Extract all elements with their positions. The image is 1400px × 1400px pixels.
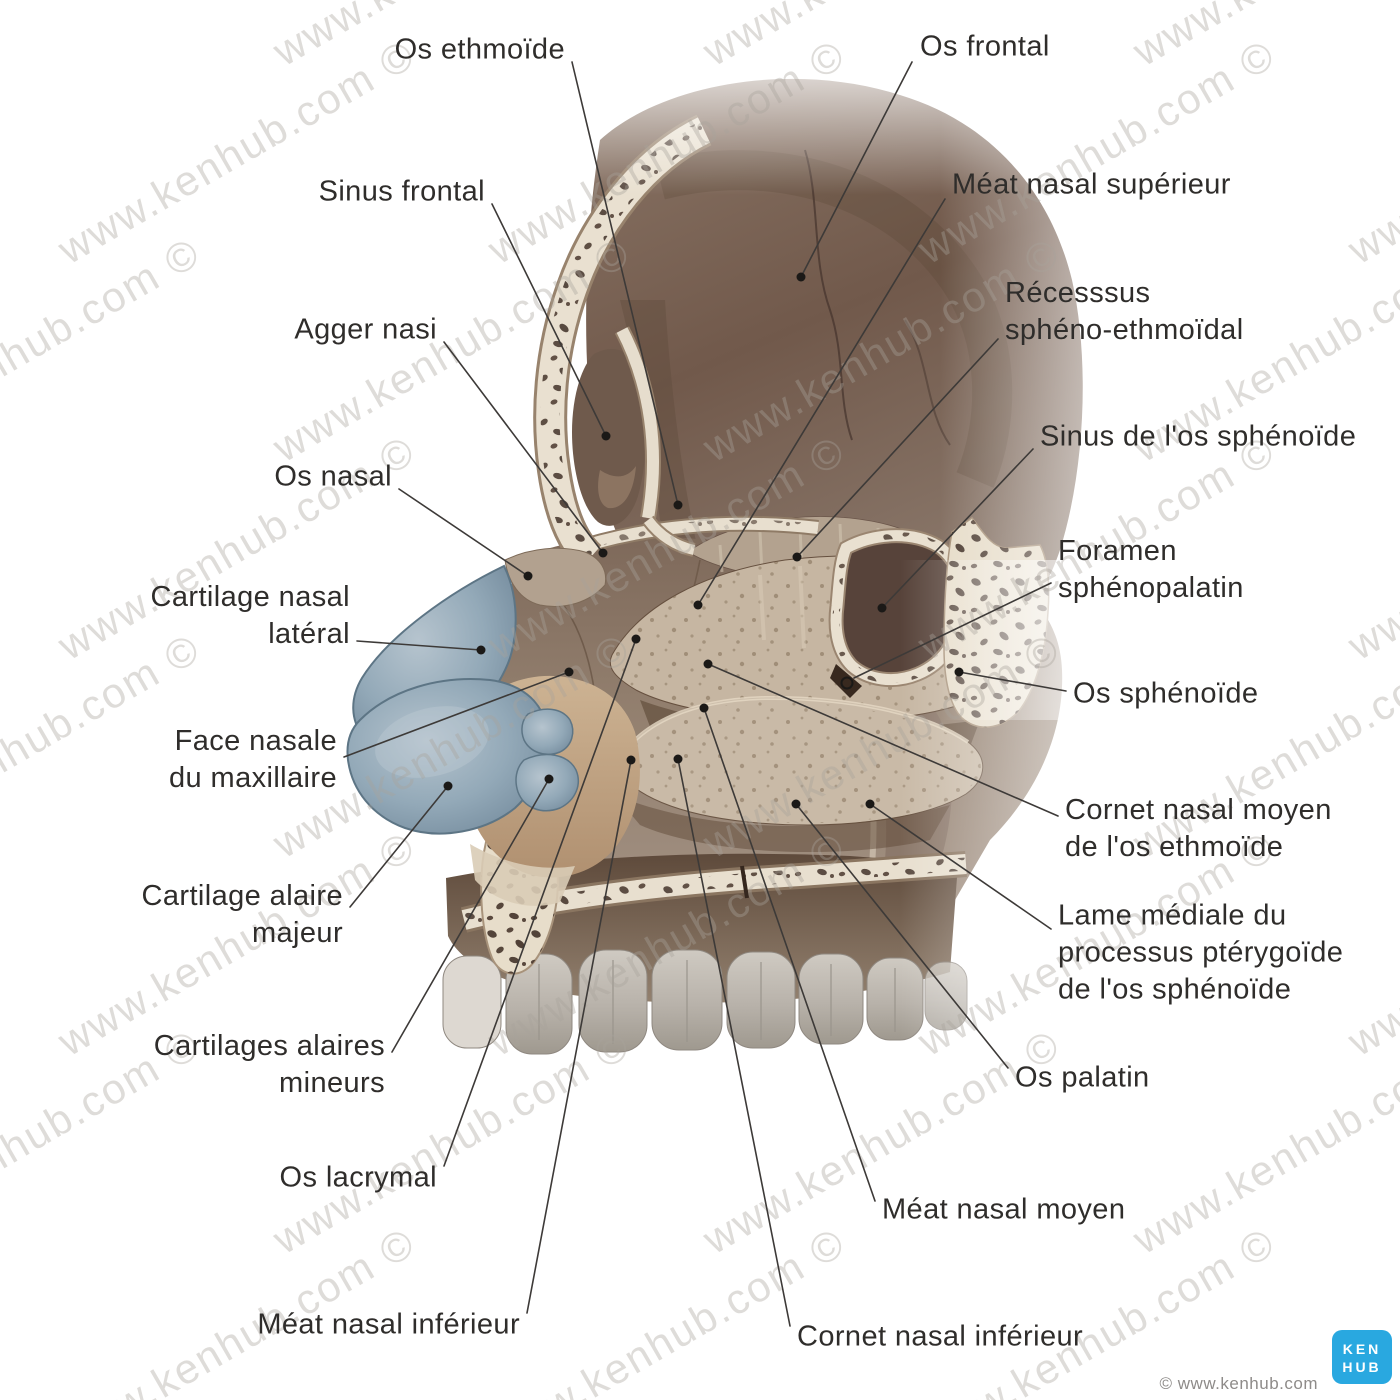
leader-line-meat-nasal-superieur <box>697 198 946 606</box>
leader-line-foramen-sphenopalatin <box>853 582 1052 679</box>
leader-dot-face-nasale-maxillaire <box>564 667 574 677</box>
anatomy-label-cartilage-nasal-lateral: Cartilage nasal latéral <box>150 581 350 650</box>
leader-dot-sinus-os-sphenoide <box>877 603 887 613</box>
leader-line-cornet-nasal-inferieur <box>677 758 791 1327</box>
leader-line-cartilages-alaires-mineurs <box>391 778 550 1053</box>
leader-line-sinus-frontal <box>491 203 607 437</box>
leader-line-os-ethmoide <box>571 61 679 506</box>
anatomy-label-lame-mediale-pterygoide: Lame médiale du processus ptérygoïde de … <box>1058 899 1344 1006</box>
leader-line-os-sphenoide <box>958 671 1067 692</box>
kenhub-logo-line1: KEN <box>1342 1341 1382 1357</box>
teeth-row <box>442 949 968 1055</box>
leader-dot-cartilage-nasal-lateral <box>476 645 486 655</box>
leader-line-meat-nasal-moyen <box>703 707 876 1202</box>
leader-line-os-frontal <box>800 61 913 278</box>
leader-dot-meat-nasal-moyen <box>699 703 709 713</box>
anatomy-label-sinus-os-sphenoide: Sinus de l'os sphénoïde <box>1040 420 1357 453</box>
anatomy-label-recessus-spheno-ethmoidal: Récesssus sphéno-ethmoïdal <box>1005 277 1244 346</box>
leader-dot-os-frontal <box>796 272 806 282</box>
anatomy-label-meat-nasal-moyen: Méat nasal moyen <box>882 1193 1126 1226</box>
kenhub-logo: KEN HUB <box>1332 1330 1392 1384</box>
leader-line-meat-nasal-inferieur <box>526 759 632 1314</box>
anatomy-label-os-ethmoide: Os ethmoïde <box>394 33 565 66</box>
anatomy-label-os-palatin: Os palatin <box>1015 1061 1150 1094</box>
anatomy-label-cornet-nasal-moyen: Cornet nasal moyen de l'os ethmoïde <box>1065 794 1332 863</box>
leader-dot-cartilages-alaires-mineurs <box>544 774 554 784</box>
anatomy-label-os-lacrymal: Os lacrymal <box>279 1161 437 1194</box>
leader-dot-meat-nasal-superieur <box>693 600 703 610</box>
anatomy-label-sinus-frontal: Sinus frontal <box>318 175 485 208</box>
leader-line-cartilage-alaire-majeur <box>349 785 449 908</box>
anatomy-label-meat-nasal-superieur: Méat nasal supérieur <box>952 168 1231 201</box>
minor-alar-cartilage-1 <box>521 708 574 756</box>
anatomy-label-meat-nasal-inferieur: Méat nasal inférieur <box>257 1308 520 1341</box>
leader-line-lame-mediale-pterygoide <box>869 803 1052 930</box>
leader-dot-meat-nasal-inferieur <box>626 755 636 765</box>
anatomy-label-cartilages-alaires-mineurs: Cartilages alaires mineurs <box>153 1030 385 1099</box>
copyright-text: © www.kenhub.com <box>1159 1374 1318 1393</box>
leader-line-agger-nasi <box>443 341 604 554</box>
nasal-cartilages <box>346 564 580 835</box>
anatomy-label-os-frontal: Os frontal <box>920 30 1050 63</box>
anatomy-label-foramen-sphenopalatin: Foramen sphénopalatin <box>1058 535 1244 604</box>
nasal-bone <box>504 547 607 607</box>
leader-dot-os-nasal <box>523 571 533 581</box>
leader-line-os-lacrymal <box>443 638 637 1167</box>
leader-dot-sinus-frontal <box>601 431 611 441</box>
anatomy-label-face-nasale-maxillaire: Face nasale du maxillaire <box>169 725 337 794</box>
leader-line-cartilage-nasal-lateral <box>356 640 482 651</box>
leader-dot-os-sphenoide <box>954 667 964 677</box>
anatomy-label-os-sphenoide: Os sphénoïde <box>1073 677 1259 710</box>
anatomy-label-cartilage-alaire-majeur: Cartilage alaire majeur <box>141 880 343 949</box>
leader-dot-cornet-nasal-inferieur <box>673 754 683 764</box>
leader-dot-lame-mediale-pterygoide <box>865 799 875 809</box>
leader-line-face-nasale-maxillaire <box>343 671 570 758</box>
leader-dot-recessus-spheno-ethmoidal <box>792 552 802 562</box>
leader-line-cornet-nasal-moyen <box>707 663 1059 817</box>
kenhub-logo-line2: HUB <box>1342 1359 1382 1375</box>
leader-line-recessus-spheno-ethmoidal <box>796 338 999 558</box>
leader-dot-os-palatin <box>791 799 801 809</box>
leader-ring-foramen-sphenopalatin <box>840 676 854 690</box>
leader-dot-os-ethmoide <box>673 500 683 510</box>
leader-dot-agger-nasi <box>598 548 608 558</box>
anatomy-label-agger-nasi: Agger nasi <box>294 313 437 346</box>
leader-dot-cartilage-alaire-majeur <box>443 781 453 791</box>
leader-dot-cornet-nasal-moyen <box>703 659 713 669</box>
anatomy-label-os-nasal: Os nasal <box>274 460 392 493</box>
leader-line-os-nasal <box>398 488 529 577</box>
anatomy-label-cornet-nasal-inferieur: Cornet nasal inférieur <box>797 1320 1084 1353</box>
leader-dot-os-lacrymal <box>631 634 641 644</box>
leader-line-sinus-os-sphenoide <box>881 448 1034 609</box>
major-alar-cartilage <box>346 678 548 835</box>
leader-line-os-palatin <box>795 803 1009 1069</box>
